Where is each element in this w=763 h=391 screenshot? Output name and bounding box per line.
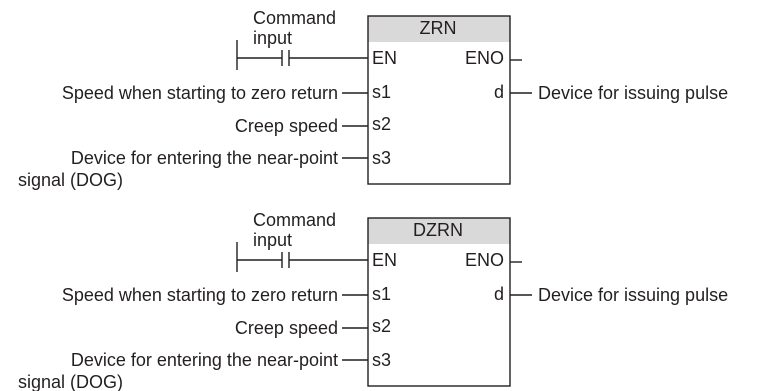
dzrn-function-block [367,217,511,387]
dzrn-d-label: Device for issuing pulse [538,285,728,305]
zrn-s3-label-line2: signal (DOG) [18,170,123,190]
zrn-instruction-name: ZRN [420,18,457,38]
dzrn-eno-pin: ENO [465,250,504,270]
zrn-s3-label-line1: Device for entering the near-point [71,148,338,168]
dzrn-s2-pin: s2 [372,316,391,336]
zrn-diagram: ZRN EN ENO s1 d s2 s3 Command input Devi… [18,8,728,190]
dzrn-s3-label-line1: Device for entering the near-point [71,350,338,370]
dzrn-header-band [368,218,510,244]
dzrn-command-input-label-line1: Command [253,210,336,230]
zrn-s2-label: Creep speed [235,116,338,136]
zrn-s1-pin: s1 [372,82,391,102]
zrn-en-pin: EN [372,48,397,68]
dzrn-diagram: DZRN EN ENO s1 d s2 s3 Command input Dev… [18,210,728,391]
dzrn-instruction-name: DZRN [413,220,463,240]
dzrn-s2-label: Creep speed [235,318,338,338]
zrn-d-pin: d [494,82,504,102]
zrn-s2-pin: s2 [372,114,391,134]
zrn-d-label: Device for issuing pulse [538,83,728,103]
dzrn-s3-label-line2: signal (DOG) [18,372,123,391]
dzrn-d-pin: d [494,284,504,304]
zrn-function-block [367,15,511,185]
dzrn-en-pin: EN [372,250,397,270]
dzrn-s3-pin: s3 [372,350,391,370]
zrn-command-input-label-line2: input [253,28,292,48]
dzrn-command-input-label-line2: input [253,230,292,250]
dzrn-s1-label: Speed when starting to zero return [62,285,338,305]
dzrn-s1-pin: s1 [372,284,391,304]
zrn-s1-label: Speed when starting to zero return [62,83,338,103]
zrn-s3-pin: s3 [372,148,391,168]
zrn-header-band [368,16,510,42]
zrn-eno-pin: ENO [465,48,504,68]
zrn-command-input-label-line1: Command [253,8,336,28]
